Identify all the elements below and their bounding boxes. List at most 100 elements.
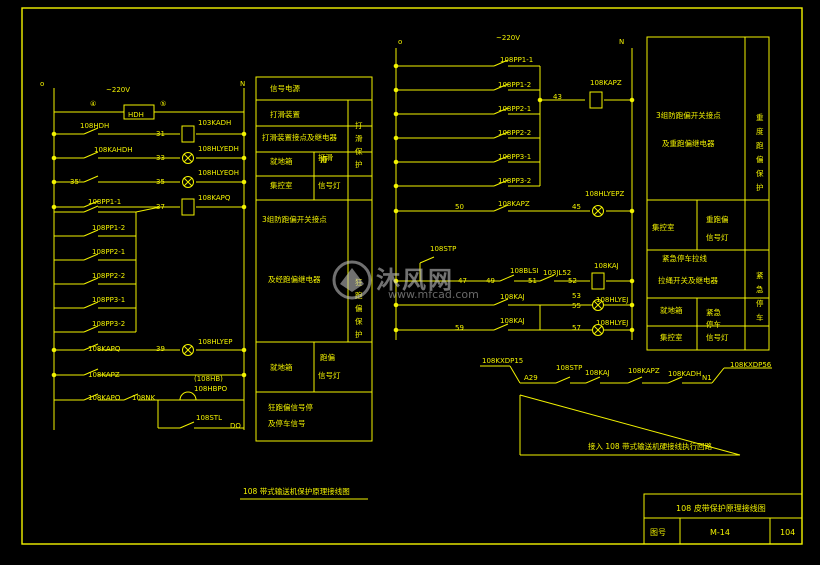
contact-label: 108STP [430,245,456,253]
vertical-label: 打滑 [318,152,333,162]
contact-symbol [83,277,99,285]
contact-label: 108KAPZ [88,371,120,379]
lamp-cross [183,177,193,187]
junction-dot [629,278,635,284]
contact-label: 108PP2-1 [92,248,125,256]
vertical-label: 保 [355,147,363,156]
lamp-label: 108HLYEPZ [585,190,625,198]
junction-dot [393,183,399,189]
contact-symbol [123,393,139,401]
junction-dot [629,97,635,103]
contact-label: 108KAPO [88,394,121,402]
junction-dot [629,327,635,333]
coil-label: 108KAPZ [590,79,622,87]
contact-label: 108KAPZ [498,200,530,208]
contact-symbol [493,131,509,139]
wire-number: 51 [528,277,537,285]
left-table-row: 狂跑偏信号停 [268,402,313,412]
vertical-label: 护 [756,182,764,192]
left-caption: 108 带式输送机保护原理接线图 [243,486,350,496]
junction-dot [241,372,247,378]
vertical-label: 信号灯 [706,232,729,242]
junction-dot [629,302,635,308]
contact-symbol [83,151,99,159]
left-phase-label: o [40,80,44,88]
contact-label: 108STL [196,414,222,422]
contact-symbol [493,179,509,187]
hdh-box-label: HDH [128,111,144,119]
contact-symbol [493,204,509,212]
lamp-label: 108HLYEJ [596,319,628,327]
vertical-label: 紧 [756,271,764,280]
right-table-row: 集控室 [652,222,675,232]
contact-symbol [419,256,435,264]
coil-label: 108KAJ [594,262,619,270]
contact-label: 108HDH [80,122,109,130]
exec-wire [519,394,741,456]
vertical-label: 护 [355,159,363,169]
contact-symbol [83,175,99,183]
left-table-row: 打滑装置接点及继电器 [262,132,337,142]
bell-icon [179,391,197,401]
wire-number: 33 [156,154,165,162]
contact-label: 108PP1-2 [92,224,125,232]
right-table-row: 拉绳开关及继电器 [658,275,718,285]
right-table-row: 就地箱 [660,305,683,315]
contact-label: 108PP2-1 [498,105,531,113]
vertical-label: 滑 [355,133,363,143]
contact-symbol [83,205,99,213]
junction-dot [629,208,635,214]
contact-label: 108PP1-1 [500,56,533,64]
wire-number: DO [230,422,241,430]
contact-symbol [83,368,99,376]
exec-n-label: N1 [702,374,712,382]
junction-dot [393,111,399,117]
left-node-5: ⑤ [160,100,166,108]
contact-label: 108KAPQ [88,345,121,353]
contact-label: 108KAJ [500,317,525,325]
contact-symbol [493,298,509,306]
contact-label: 108NK [132,394,156,402]
right-neutral-label: N [619,38,624,46]
contact-label: 108KAPZ [628,367,660,375]
vertical-label: 偏 [355,303,363,313]
junction-dot [51,347,57,353]
junction-dot [537,97,543,103]
left-table-row: 及停车信号 [268,418,306,428]
vertical-label: 信号灯 [318,180,341,190]
vertical-label: 急 [756,284,764,294]
contact-symbol [493,323,509,331]
contact-symbol [539,274,555,282]
coil-label: 108KAPQ [198,194,231,202]
contact-symbol [585,376,601,384]
left-table-row: 集控室 [270,180,293,190]
contact-label: 108PP3-1 [498,153,531,161]
drawing-frame [21,7,803,545]
contact-symbol [83,343,99,351]
wire-number: 37 [156,203,165,211]
lamp-cross [593,206,603,216]
junction-dot [241,347,247,353]
wire-number: 59 [455,324,464,332]
left-table-row: 信号电源 [270,83,300,93]
vertical-label: 紧急 [706,307,721,317]
contact-label: 108PP3-2 [498,177,531,185]
vertical-label: 信号灯 [318,370,341,380]
left-neutral-label: N [240,80,245,88]
junction-dot [393,135,399,141]
vertical-label: 跑 [756,141,764,150]
lamp-cross [593,300,603,310]
title-block-label: 图号 [650,528,666,537]
contact-label: 108STP [556,364,582,372]
bell-label: 108HBPO [194,385,228,393]
vertical-label: 保 [756,169,764,178]
junction-dot [393,302,399,308]
wire-number: 35' [70,178,81,186]
wire-number: 35 [156,178,165,186]
right-table-row: 及重跑偏继电器 [662,138,715,148]
lamp-symbol [182,152,194,164]
contact-symbol [83,301,99,309]
wire [135,206,161,213]
contact-symbol [555,376,571,384]
